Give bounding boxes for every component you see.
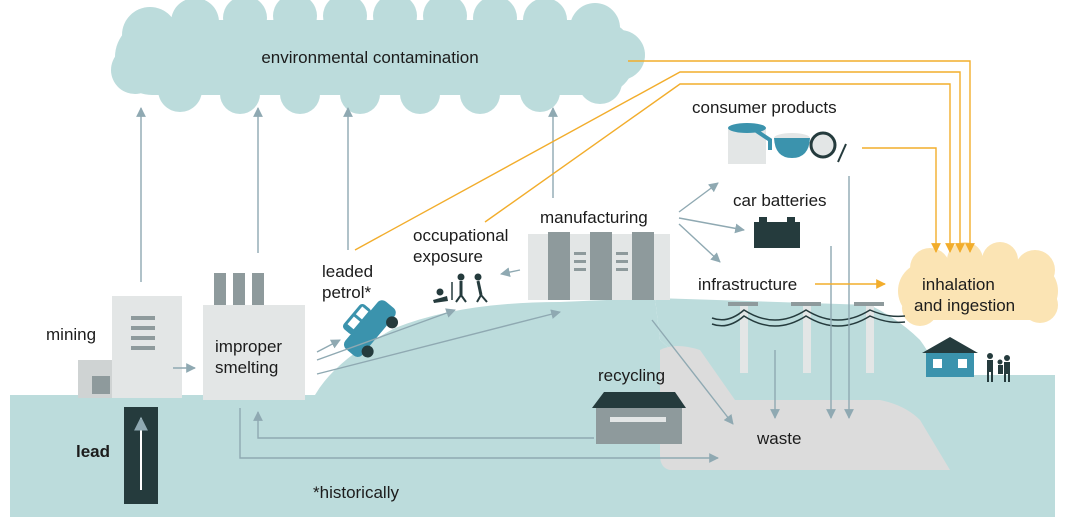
arrow-to-car-batteries [678,217,745,234]
arrow-smelting-to-waste [239,408,719,463]
smelting-label-line1: improper [215,337,282,356]
manufacturing-label: manufacturing [540,208,648,227]
inhalation-label-line1: inhalation [922,275,995,294]
occupational-label-line1: occupational [413,226,508,245]
paint-can-icon [728,123,772,164]
leaded-petrol-label-line1: leaded [322,262,373,281]
orange-arrows [354,60,975,289]
consumer-products-label: consumer products [692,98,837,117]
environmental-contamination-label: environmental contamination [261,48,478,67]
arrow-manufacturing-to-waste [651,319,734,425]
arrow-consumer-to-inhalation [862,147,941,253]
manufacturing-building [528,232,670,300]
arrow-smelting-to-manufacturing [316,309,561,375]
hill-area [655,298,935,375]
contamination-cloud [111,0,645,114]
inhalation-label-line2: and ingestion [914,296,1015,315]
waste-area [660,346,950,470]
mirror-icon [809,131,847,163]
arrow-to-infrastructure [678,223,721,263]
arrow-recycling-to-smelting [253,411,594,439]
occupational-label-line2: exposure [413,247,483,266]
arrow-smelting-to-occupational [316,308,456,361]
arrow-manufacturing-to-occupational [500,267,521,277]
car-icon [342,300,399,358]
house-icon [922,337,978,377]
workers-icon [433,273,488,303]
waste-label: waste [756,429,801,448]
family-icon [987,353,1010,382]
lead-label: lead [76,442,110,461]
bowl-icon [774,133,810,158]
infrastructure-label: infrastructure [698,275,797,294]
power-lines-icon [711,302,906,373]
car-batteries-label: car batteries [733,191,827,210]
recycling-building [592,392,686,444]
recycling-label: recycling [598,366,665,385]
gray-arrows [136,107,854,463]
smelting-label-line2: smelting [215,358,278,377]
arrow-contamination-to-inhalation [628,60,975,253]
inhalation-cloud [898,242,1058,326]
arrow-smelting-to-petrol [316,339,341,353]
leaded-petrol-label-line2: petrol* [322,283,372,302]
arrow-occupational-to-inhalation [484,83,955,253]
arrow-petrol-to-inhalation [354,71,965,253]
mining-building [78,296,182,398]
arrow-to-consumer-products [678,182,719,213]
battery-icon [754,217,800,248]
smelting-building [203,273,305,400]
historically-label: *historically [313,483,399,502]
mining-label: mining [46,325,96,344]
